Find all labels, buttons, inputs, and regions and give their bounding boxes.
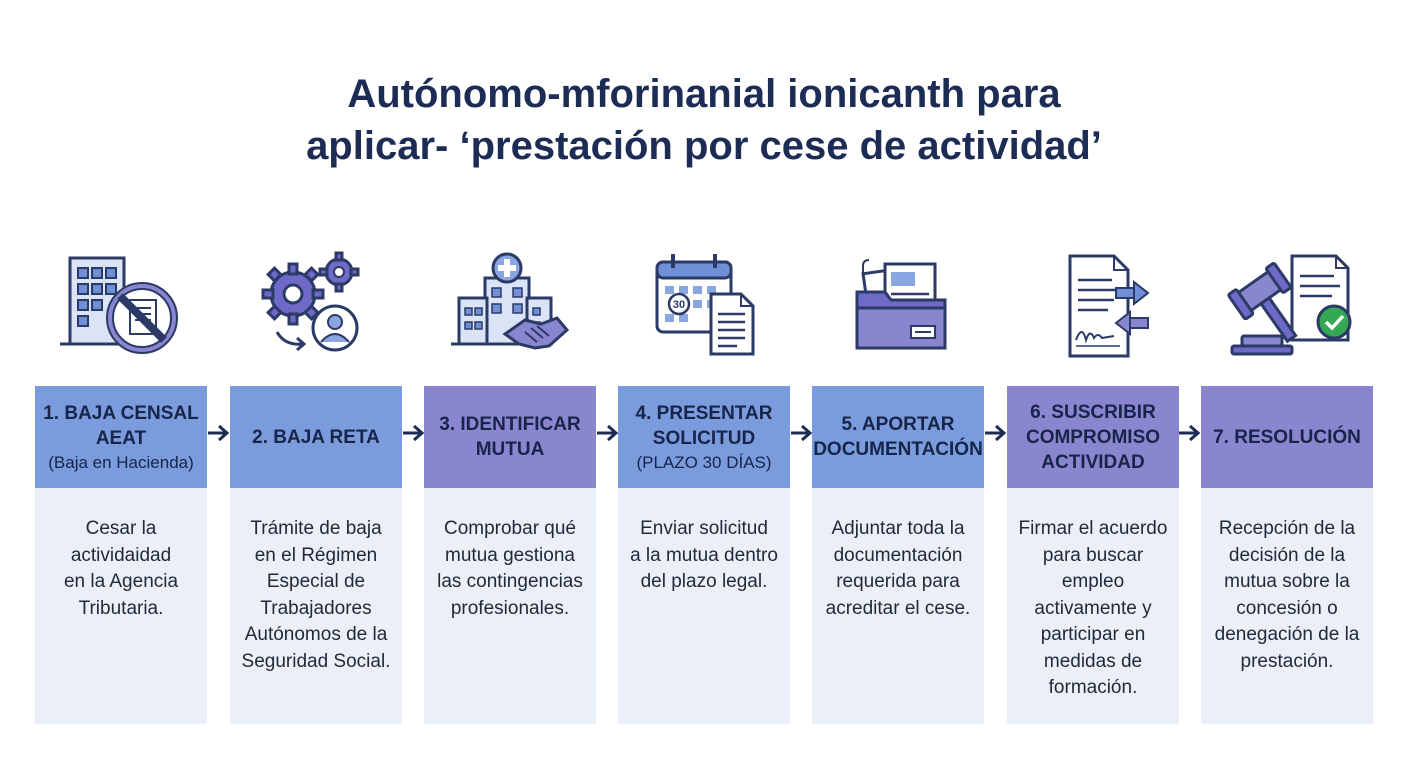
- step-7-title: 7. RESOLUCIÓN: [1213, 426, 1361, 448]
- step-6-description: Firmar el acuerdo para buscar empleo act…: [1007, 488, 1179, 724]
- step-1-subtitle: (Baja en Hacienda): [48, 452, 194, 472]
- step-1-description: Cesar la actividaidad en la Agencia Trib…: [35, 488, 207, 724]
- step-3-description: Comprobar qué mutua gestiona las conting…: [424, 488, 596, 724]
- office-building-no-document-icon: [35, 248, 207, 368]
- title-line-2: aplicar- ‘prestación por cese de activid…: [306, 124, 1102, 168]
- step-4-header: 4. PRESENTAR SOLICITUD (PLAZO 30 DÍAS): [618, 386, 790, 488]
- calendar-day-label: 30: [673, 299, 685, 311]
- arrow-right-icon: [1179, 424, 1201, 442]
- step-6-header: 6. SUSCRIBIR COMPROMISO ACTIVIDAD: [1007, 386, 1179, 488]
- hospital-handshake-icon: [424, 248, 596, 368]
- calendar-document-icon: 30: [618, 248, 790, 368]
- folder-documents-icon: [812, 248, 984, 368]
- step-7-header: 7. RESOLUCIÓN: [1201, 386, 1373, 488]
- step-5-description: Adjuntar toda la documentación requerida…: [812, 488, 984, 724]
- gears-user-icon: [230, 248, 402, 368]
- step-5-title: 5. APORTAR DOCUMENTACIÓN: [813, 414, 983, 460]
- step-2-title: 2. BAJA RETA: [252, 426, 380, 448]
- page-title: Autónomo-mforinanial ionicanth para apli…: [0, 68, 1408, 172]
- gavel-approved-document-icon: [1201, 248, 1373, 368]
- step-1-title: 1. BAJA CENSAL AEAT: [43, 402, 199, 449]
- title-line-1: Autónomo-mforinanial ionicanth para: [347, 72, 1061, 116]
- step-4-subtitle: (PLAZO 30 DÍAS): [636, 452, 772, 472]
- step-3-title: 3. IDENTIFICAR MUTUA: [439, 414, 581, 460]
- step-4-description: Enviar solicitud a la mutua dentro del p…: [618, 488, 790, 724]
- arrow-right-icon: [403, 424, 425, 442]
- step-1-header: 1. BAJA CENSAL AEAT (Baja en Hacienda): [35, 386, 207, 488]
- step-6-title: 6. SUSCRIBIR COMPROMISO ACTIVIDAD: [1025, 401, 1161, 473]
- arrow-right-icon: [791, 424, 813, 442]
- arrow-right-icon: [985, 424, 1007, 442]
- step-5-header: 5. APORTAR DOCUMENTACIÓN: [812, 386, 984, 488]
- step-4-title: 4. PRESENTAR SOLICITUD: [635, 402, 773, 449]
- step-2-description: Trámite de baja en el Régimen Especial d…: [230, 488, 402, 724]
- arrow-right-icon: [597, 424, 619, 442]
- step-2-header: 2. BAJA RETA: [230, 386, 402, 488]
- arrow-right-icon: [208, 424, 230, 442]
- signed-contract-exchange-icon: [1007, 248, 1179, 368]
- step-3-header: 3. IDENTIFICAR MUTUA: [424, 386, 596, 488]
- step-7-description: Recepción de la decisión de la mutua sob…: [1201, 488, 1373, 724]
